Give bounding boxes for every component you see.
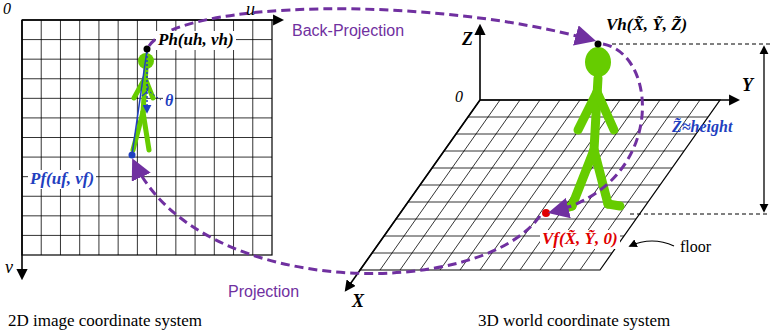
floor-label: floor <box>680 238 711 256</box>
axis-label: Z <box>462 30 473 50</box>
drop-arrow <box>552 44 642 212</box>
caption-label: 3D world coordinate system <box>478 312 670 331</box>
grid-line <box>22 196 272 197</box>
point-label: Ph(uh, vh) <box>156 31 236 50</box>
foot-point <box>542 209 550 217</box>
height-dimension <box>763 47 764 211</box>
caption-label: 2D image coordinate system <box>8 312 202 331</box>
point-label: Pf(uf, vf) <box>28 170 96 189</box>
grid-line <box>420 185 660 186</box>
head-point <box>144 46 151 53</box>
grid-line <box>22 215 272 216</box>
height-guide <box>630 214 770 215</box>
axis-label: Y <box>742 76 753 96</box>
grid-line <box>444 151 684 152</box>
origin-label: 0 <box>3 0 11 18</box>
y-axis <box>480 99 738 101</box>
axis-label: u <box>246 0 255 20</box>
axis-label: X <box>352 292 364 312</box>
axis-label: v <box>5 258 13 278</box>
grid-line <box>22 117 272 118</box>
foot-point <box>129 152 136 159</box>
floor-grid <box>360 100 720 270</box>
z-axis <box>479 26 481 100</box>
person-axis <box>132 50 147 155</box>
height-label: Z̃≈height <box>672 118 732 136</box>
u-axis <box>22 19 282 21</box>
grid-line <box>22 235 272 236</box>
angle-leader <box>150 92 161 100</box>
image-frame <box>22 20 272 255</box>
person-figure <box>560 47 620 210</box>
grid-line <box>22 157 272 158</box>
angle-arc <box>142 84 148 96</box>
vertical-reference <box>146 52 148 112</box>
arrow-label: Projection <box>228 283 299 301</box>
v-axis <box>21 20 23 278</box>
x-axis <box>346 100 480 290</box>
point-label: Vf(X̃, Ỹ, 0) <box>540 230 620 249</box>
floor-outline <box>360 100 720 270</box>
projection-arrow <box>134 162 540 273</box>
origin-label: 0 <box>455 88 463 106</box>
angle-label: θ <box>163 92 175 110</box>
grid-line <box>432 168 672 169</box>
height-guide <box>612 44 770 45</box>
point-label: Vh(X̃, Ỹ, Z̃) <box>606 16 687 35</box>
arrow-label: Back-Projection <box>292 22 404 40</box>
head-point <box>595 41 602 48</box>
grid-line <box>396 219 636 220</box>
image-grid <box>22 20 272 255</box>
floor-pointer <box>630 241 674 246</box>
person-figure <box>133 53 154 150</box>
